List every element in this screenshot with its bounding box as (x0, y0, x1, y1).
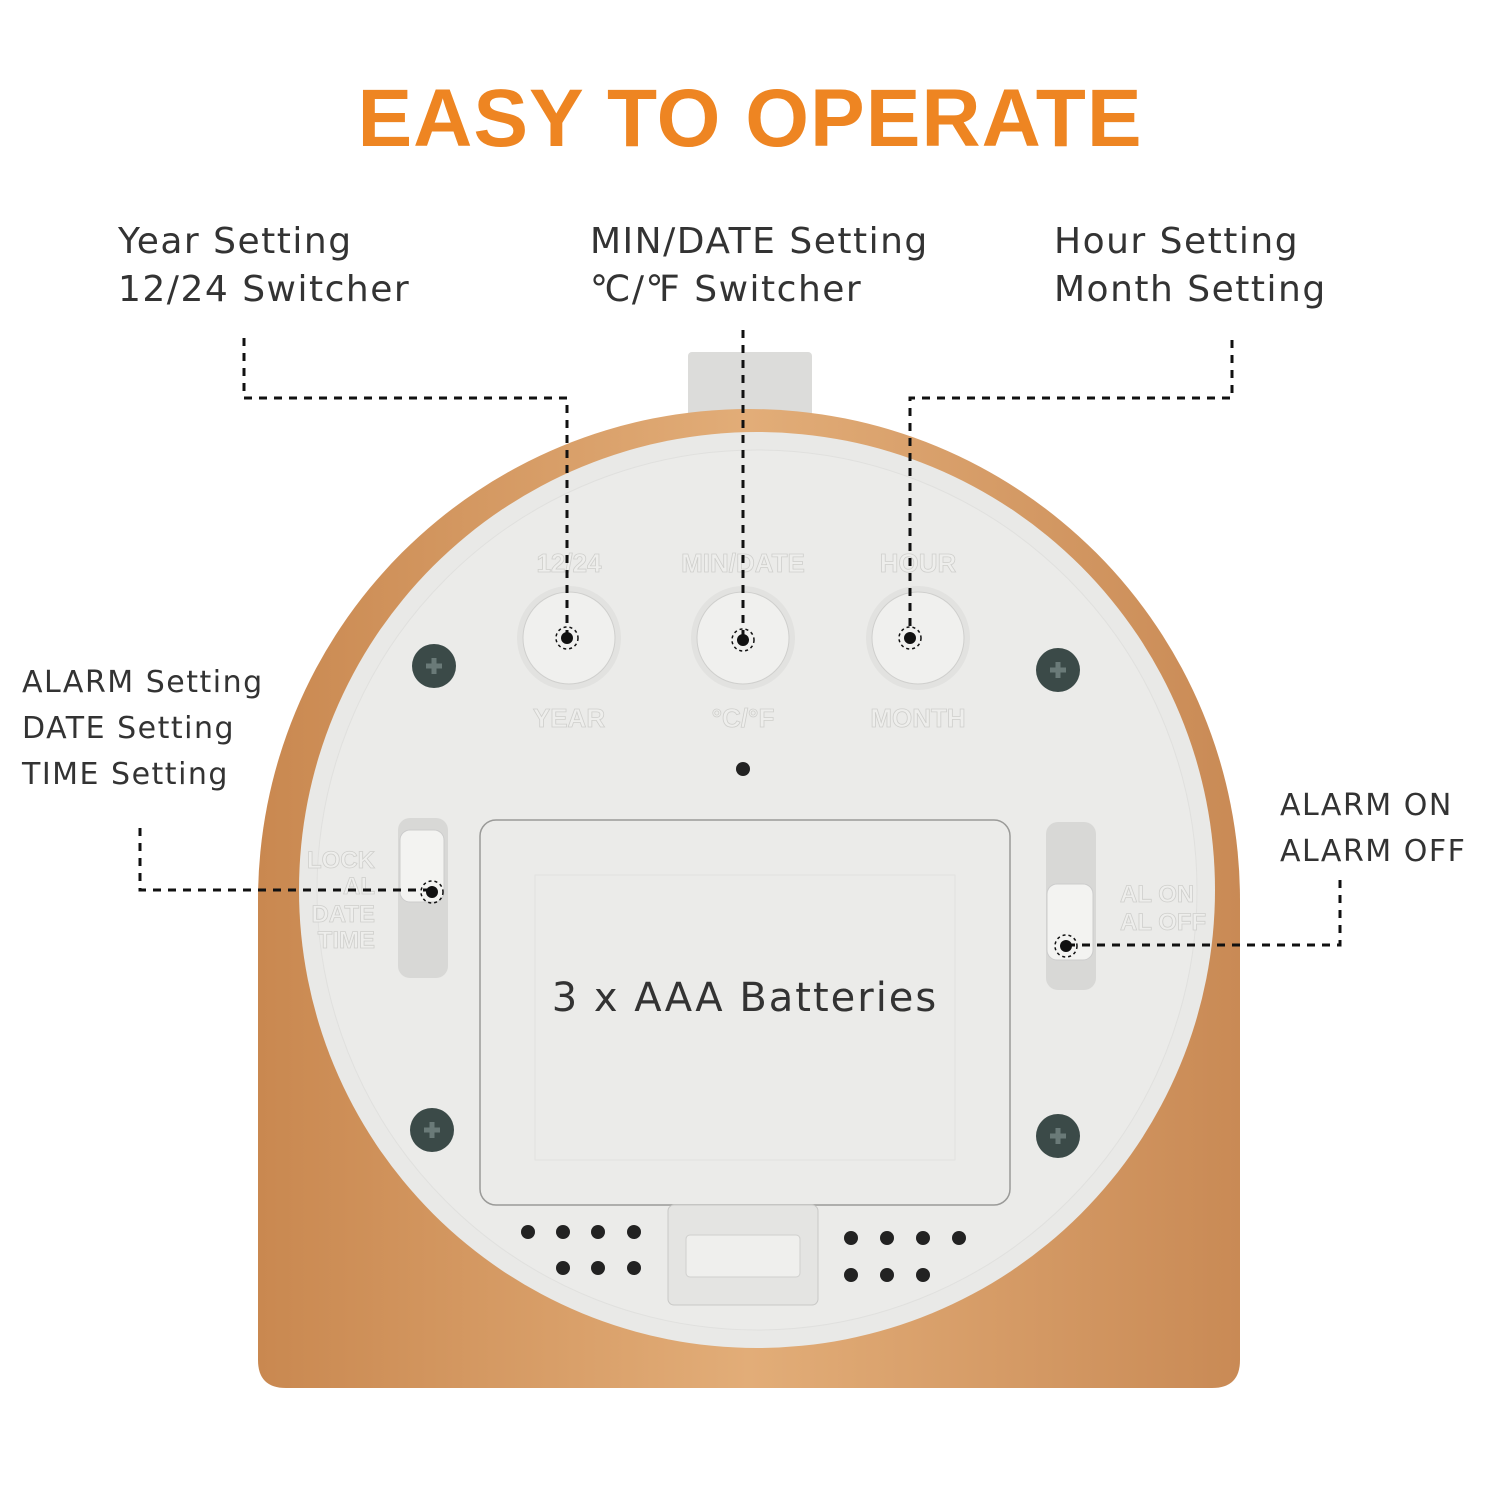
callout-hour: Hour Setting Month Setting (1054, 218, 1327, 314)
marking: AL (343, 873, 375, 900)
mode-switch[interactable] (399, 829, 445, 903)
marking: MONTH (870, 703, 965, 733)
callout-text: ALARM Setting (22, 665, 264, 700)
callout-text: Hour Setting (1054, 221, 1300, 262)
callout-text: Year Setting (118, 221, 353, 262)
marking: AL ON (1120, 881, 1194, 908)
marking: °C/°F (712, 703, 775, 733)
marking: LOCK (307, 847, 376, 874)
marking: DATE (311, 901, 375, 928)
reset-hole[interactable] (736, 762, 750, 776)
marking: 12/24 (536, 548, 602, 578)
speaker-grille (521, 1225, 966, 1282)
callout-dot-icon (426, 632, 1072, 952)
callout-text: 12/24 Switcher (118, 269, 411, 310)
callout-text: ALARM ON (1280, 788, 1453, 823)
callout-alarm: ALARM ON ALARM OFF (1280, 783, 1466, 875)
callout-text: MIN/DATE Setting (590, 221, 929, 262)
alarm-switch[interactable] (1046, 883, 1094, 961)
screw-icon (410, 1108, 454, 1152)
battery-label: 3 x AAA Batteries (551, 975, 939, 1021)
button-hour-month[interactable] (866, 586, 970, 690)
callout-text: Month Setting (1054, 269, 1327, 310)
marking: YEAR (533, 703, 605, 733)
callout-text: DATE Setting (22, 711, 235, 746)
callout-min-date: MIN/DATE Setting ℃/℉ Switcher (590, 218, 929, 314)
screw-icon (1036, 648, 1080, 692)
callout-year: Year Setting 12/24 Switcher (118, 218, 410, 314)
screw-icon (1036, 1114, 1080, 1158)
callout-text: ℃/℉ Switcher (590, 269, 863, 310)
callout-text: TIME Setting (22, 757, 229, 792)
screw-icon (412, 644, 456, 688)
page-title: EASY TO OPERATE (357, 73, 1143, 164)
marking: TIME (318, 927, 375, 954)
callout-text: ALARM OFF (1280, 834, 1467, 869)
callout-lines (138, 330, 1342, 947)
marking: HOUR (880, 548, 957, 578)
callout-mode: ALARM Setting DATE Setting TIME Setting (22, 660, 264, 798)
marking: AL OFF (1120, 909, 1206, 936)
